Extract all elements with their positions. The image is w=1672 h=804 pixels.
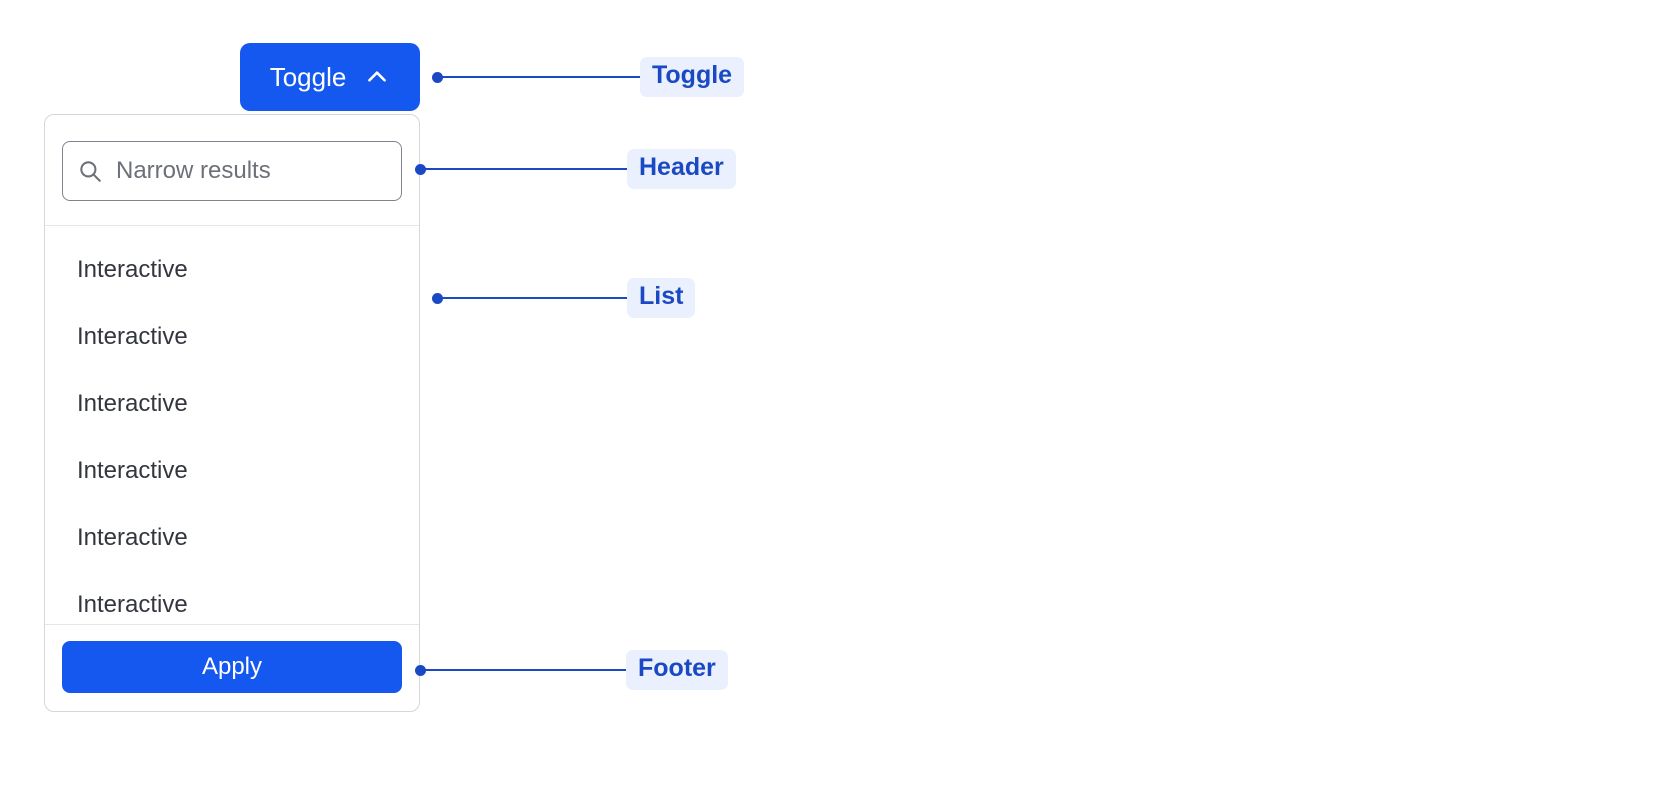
- annotation-footer: Footer: [415, 650, 728, 690]
- toggle-button[interactable]: Toggle: [240, 43, 420, 111]
- dropdown-list: Interactive Interactive Interactive Inte…: [45, 226, 419, 624]
- apply-button[interactable]: Apply: [62, 641, 402, 693]
- annotation-header: Header: [415, 149, 736, 189]
- annotation-badge: Header: [627, 149, 736, 189]
- annotation-list: List: [432, 278, 696, 318]
- annotation-badge: List: [627, 278, 696, 318]
- list-item[interactable]: Interactive: [45, 236, 419, 303]
- list-item-label: Interactive: [77, 523, 188, 551]
- annotation-leader-line: [442, 76, 641, 78]
- chevron-up-icon: [368, 71, 387, 82]
- annotation-dot-icon: [415, 664, 426, 676]
- list-item-label: Interactive: [77, 322, 188, 350]
- search-field[interactable]: [62, 141, 402, 201]
- annotation-dot-icon: [432, 292, 443, 304]
- list-item-label: Interactive: [77, 389, 188, 417]
- list-item-label: Interactive: [77, 255, 188, 283]
- list-item[interactable]: Interactive: [45, 370, 419, 437]
- annotation-dot-icon: [432, 71, 443, 83]
- dropdown-header: [45, 115, 419, 226]
- annotation-dot-icon: [415, 163, 426, 175]
- toggle-button-label: Toggle: [269, 62, 347, 92]
- annotation-toggle: Toggle: [432, 57, 745, 97]
- dropdown-panel: Interactive Interactive Interactive Inte…: [44, 114, 420, 712]
- list-item[interactable]: Interactive: [45, 437, 419, 504]
- search-icon: [80, 161, 101, 182]
- dropdown-footer: Apply: [45, 624, 419, 711]
- annotation-badge: Toggle: [640, 57, 745, 97]
- list-item[interactable]: Interactive: [45, 571, 419, 624]
- annotation-badge: Footer: [626, 650, 728, 690]
- list-item-label: Interactive: [77, 590, 188, 618]
- annotation-leader-line: [425, 669, 627, 671]
- annotation-leader-line: [442, 297, 628, 299]
- apply-button-label: Apply: [201, 653, 263, 680]
- annotation-leader-line: [425, 168, 628, 170]
- list-item-label: Interactive: [77, 456, 188, 484]
- search-input[interactable]: [116, 157, 387, 185]
- list-item[interactable]: Interactive: [45, 303, 419, 370]
- list-item[interactable]: Interactive: [45, 504, 419, 571]
